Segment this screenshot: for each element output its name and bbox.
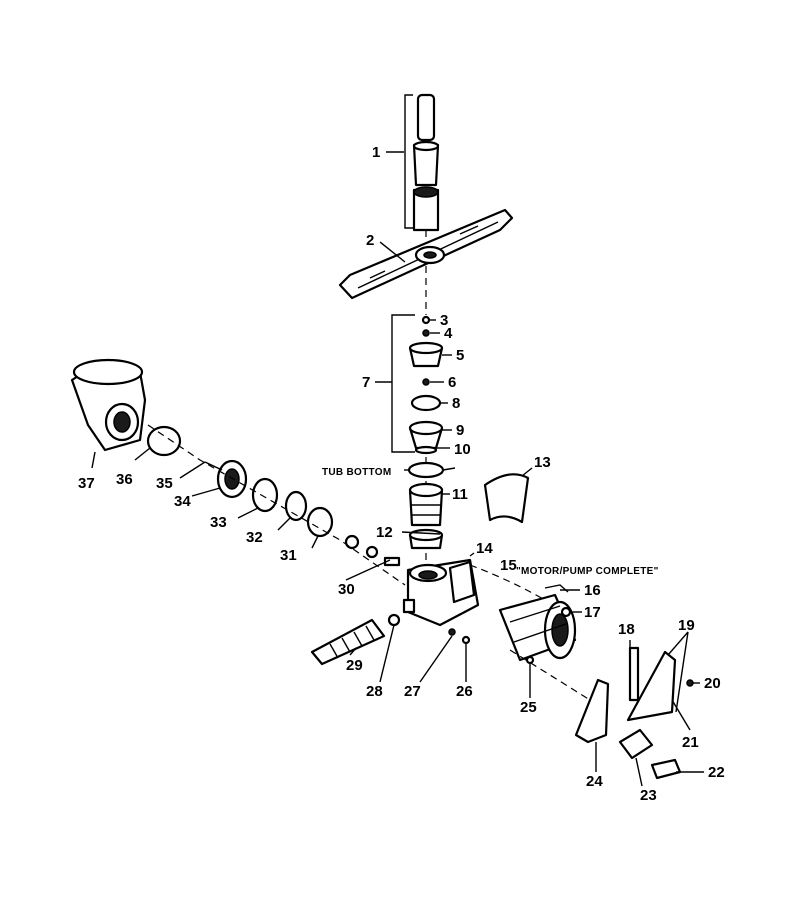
leader-lines: [91, 151, 704, 787]
part-8-o-ring: [410, 394, 442, 412]
part-5-hub: [408, 341, 444, 368]
callout-1: 1: [372, 144, 380, 161]
part-10-gasket: [414, 445, 438, 455]
callout-15: 15: [500, 557, 517, 574]
part-3-screw: [421, 315, 431, 325]
part-19-bracket: [626, 650, 677, 722]
part-22-block: [650, 758, 682, 780]
part-9-seal-housing: [408, 420, 444, 450]
callout-13: 13: [534, 454, 551, 471]
callout-17: 17: [584, 604, 601, 621]
motor-body: [498, 593, 577, 662]
callout-3: 3: [440, 312, 448, 329]
callout-31: 31: [280, 547, 297, 564]
callout-19: 19: [678, 617, 695, 634]
part-37-inlet-housing: [70, 358, 147, 452]
callout-29: 29: [346, 657, 363, 674]
part-25-screw: [525, 655, 535, 665]
callout-24: 24: [586, 773, 603, 790]
callout-30: 30: [338, 581, 355, 598]
part-30-fittings: [344, 534, 401, 567]
part-33-ring: [251, 477, 279, 513]
callout-34: 34: [174, 493, 191, 510]
callout-14: 14: [476, 540, 493, 557]
motor-bracket-connector: [509, 649, 591, 701]
callout-20: 20: [704, 675, 721, 692]
callout-35: 35: [156, 475, 173, 492]
callout-7: 7: [362, 374, 370, 391]
callout-23: 23: [640, 787, 657, 804]
part-26-nut: [461, 635, 471, 645]
callout-9: 9: [456, 422, 464, 439]
callout-33: 33: [210, 514, 227, 531]
part-7-bracket: [391, 314, 415, 453]
part-2-spray-arm: [338, 208, 514, 300]
part-34-filter-screen: [216, 459, 248, 499]
part-1-tube-assembly: [404, 93, 440, 232]
part-36-hose-clamp: [146, 425, 182, 457]
callout-28: 28: [366, 683, 383, 700]
part-18-clip: [628, 646, 640, 702]
callout-6: 6: [448, 374, 456, 391]
motor-pump-complete-label: "MOTOR/PUMP COMPLETE": [516, 566, 659, 577]
part-17-screw: [560, 606, 572, 618]
part-29-drain-hose: [310, 618, 386, 666]
part-21-leader: [671, 699, 691, 731]
callout-37: 37: [78, 475, 95, 492]
callout-16: 16: [584, 582, 601, 599]
part-24-mount-plate: [574, 678, 610, 744]
part-14-pump-housing: [402, 558, 480, 627]
callout-27: 27: [404, 683, 421, 700]
part-27-washer: [448, 628, 456, 636]
callout-10: 10: [454, 441, 471, 458]
tub-bottom-label: TUB BOTTOM: [322, 467, 391, 478]
callout-26: 26: [456, 683, 473, 700]
callout-32: 32: [246, 529, 263, 546]
callout-11: 11: [452, 486, 468, 503]
callout-22: 22: [708, 764, 725, 781]
part-16-wire: [544, 584, 569, 593]
part-32-seal: [284, 490, 308, 522]
callout-36: 36: [116, 471, 133, 488]
part-4-washer: [422, 329, 430, 337]
motor-pump-connector: [469, 564, 546, 601]
part-13-filter-shield: [483, 473, 530, 524]
part-6-nut: [422, 378, 430, 386]
callout-18: 18: [618, 621, 635, 638]
tub-bottom-ring: [407, 461, 445, 479]
part-35-pin: [204, 461, 223, 471]
callout-12: 12: [376, 524, 393, 541]
callout-21: 21: [682, 734, 699, 751]
callout-8: 8: [452, 395, 460, 412]
callout-2: 2: [366, 232, 374, 249]
callout-5: 5: [456, 347, 464, 364]
part-11-bellows: [408, 482, 444, 527]
part-31-impeller: [306, 506, 334, 538]
part-28-plug: [387, 613, 401, 627]
callout-25: 25: [520, 699, 537, 716]
callout-4: 4: [444, 325, 453, 342]
part-23-switch: [618, 728, 654, 760]
